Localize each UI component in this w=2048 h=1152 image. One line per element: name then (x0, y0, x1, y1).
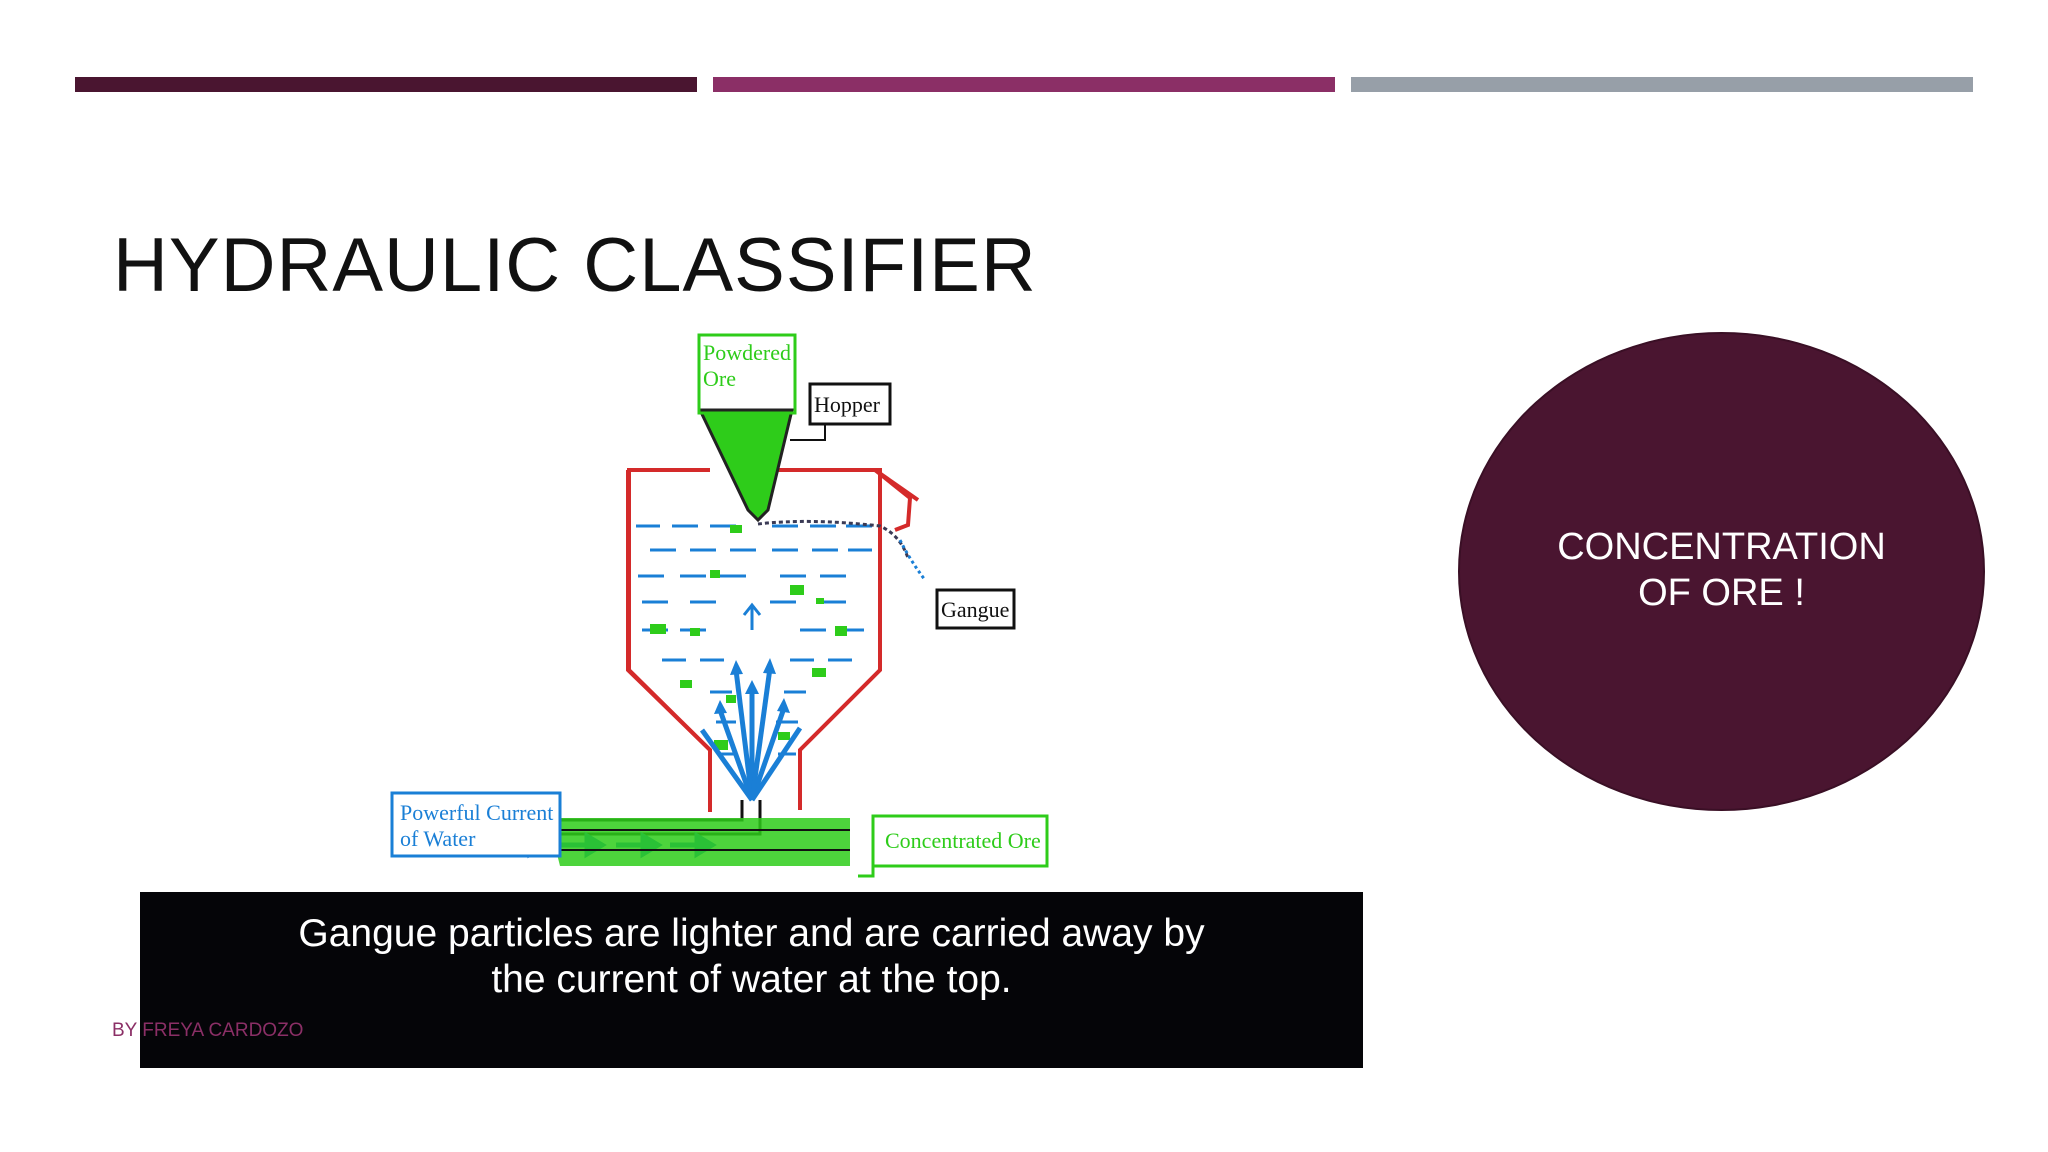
byline-prefix: BY (112, 1020, 143, 1041)
caption-line-2: the current of water at the top. (491, 958, 1012, 1001)
byline-author: FREYA CARDOZO (142, 1020, 304, 1041)
label-powerful-current-line1: Powerful Current (400, 800, 553, 825)
label-powdered-ore-line1: Powdered (703, 340, 791, 365)
hopper-label-box (808, 382, 892, 426)
ore-particles (650, 525, 847, 750)
label-hopper: Hopper (814, 392, 881, 417)
water-jets (699, 667, 803, 802)
label-gangue: Gangue (941, 597, 1009, 622)
hopper-funnel (697, 408, 794, 523)
label-concentrated-ore: Concentrated Ore (885, 828, 1041, 853)
circle-text-line-2: OF ORE ! (1638, 572, 1805, 614)
label-powerful-current-line2: of Water (400, 826, 476, 851)
caption-box: Gangue particles are lighter and are car… (140, 892, 1363, 1068)
caption-line-1: Gangue particles are lighter and are car… (298, 912, 1205, 955)
concentrated-ore-label-box (871, 814, 1049, 868)
classifier-tank-outline (627, 468, 920, 810)
gangue-label-box (935, 588, 1016, 630)
byline: BY FREYA CARDOZO (112, 1020, 303, 1042)
slide-title: HYDRAULIC CLASSIFIER (113, 223, 1037, 308)
accent-bar-gray (1351, 77, 1973, 92)
circle-text-line-1: CONCENTRATION (1557, 526, 1886, 568)
accent-bar-dark (75, 77, 697, 92)
powerful-current-label-box (390, 791, 562, 858)
hydraulic-classifier-diagram: Powdered Ore Hopper (390, 333, 1049, 878)
accent-bar-magenta (713, 77, 1335, 92)
label-powdered-ore-line2: Ore (703, 366, 736, 391)
concentrated-ore-pile (548, 818, 850, 866)
concentration-circle: CONCENTRATION OF ORE ! (1458, 332, 1985, 811)
powdered-ore-box (697, 333, 797, 415)
